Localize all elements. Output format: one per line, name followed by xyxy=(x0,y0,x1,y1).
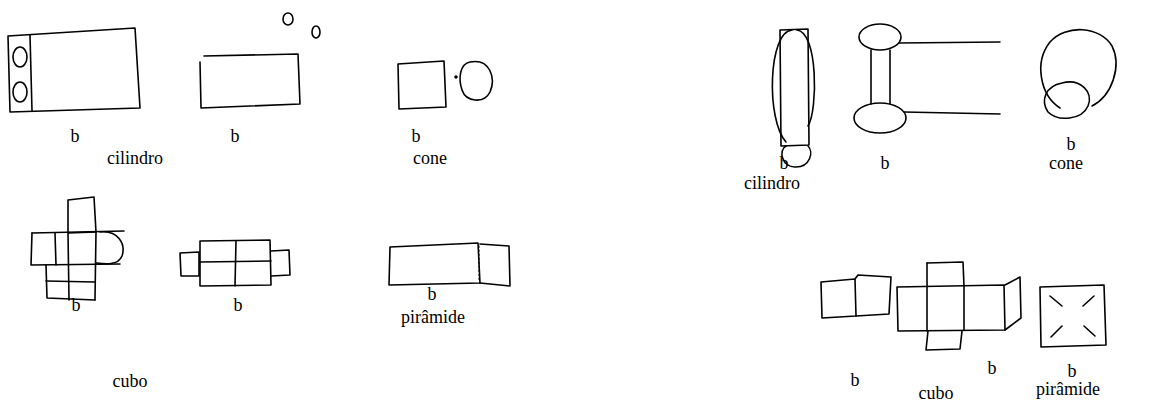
figure-label: b xyxy=(231,127,240,145)
cube-net-sketch xyxy=(821,275,891,318)
cube-net-sketch xyxy=(31,197,124,300)
figure-label: b xyxy=(1067,135,1076,153)
figure-label: b xyxy=(1068,362,1077,380)
figure-label: b xyxy=(428,285,437,303)
cube-net-sketch xyxy=(180,240,290,286)
cone-net-sketch xyxy=(398,61,492,109)
figure-label: b xyxy=(234,296,243,314)
figure-label: b xyxy=(780,154,789,172)
figure-label: b xyxy=(988,359,997,377)
shape-name: cone xyxy=(413,149,447,167)
pyramid-net-sketch xyxy=(1040,285,1106,347)
shape-name: cone xyxy=(1049,154,1083,172)
cylinder-net-sketch xyxy=(200,13,320,108)
pyramid-net-sketch xyxy=(389,243,510,286)
cube-net-sketch xyxy=(897,262,1021,350)
figure-label: b xyxy=(412,127,421,145)
shape-name: cilindro xyxy=(744,174,800,192)
cone-net-sketch xyxy=(1041,30,1116,119)
shape-name: cubo xyxy=(919,384,954,402)
shape-name: pirâmide xyxy=(401,308,465,326)
cylinder-net-sketch xyxy=(854,24,1000,133)
figure-label: b xyxy=(71,127,80,145)
cylinder-net-sketch xyxy=(8,28,140,112)
shape-name: cilindro xyxy=(107,149,163,167)
figure-label: b xyxy=(851,371,860,389)
shape-name: cubo xyxy=(113,372,148,390)
shape-name: pirâmide xyxy=(1036,380,1100,398)
figure-label: b xyxy=(881,154,890,172)
figure-label: b xyxy=(72,296,81,314)
cylinder-net-sketch xyxy=(772,29,814,167)
